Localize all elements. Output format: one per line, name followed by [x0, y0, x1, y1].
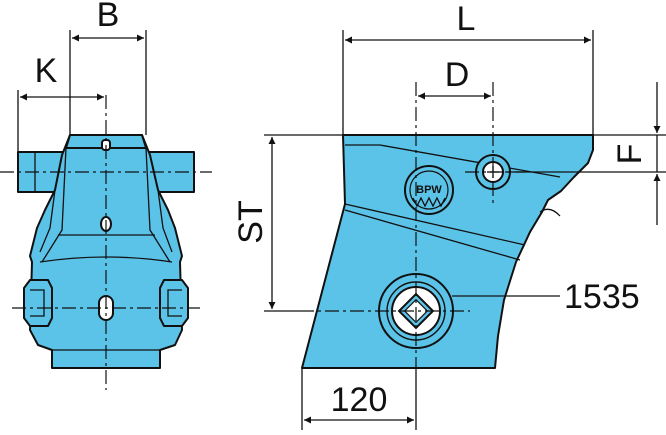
dim-label-l: L [457, 0, 476, 38]
dim-label-f: F [611, 144, 649, 165]
part-number-label: 1535 [564, 278, 640, 316]
dim-label-b: B [97, 0, 120, 34]
dim-label-120: 120 [331, 381, 388, 419]
logo-text: BPW [416, 184, 442, 196]
dim-label-st: ST [232, 200, 270, 243]
right-bolt-boss [159, 279, 189, 327]
left-bolt-boss [23, 279, 53, 327]
front-view: B K [0, 0, 212, 390]
side-view: BPW L D [232, 0, 666, 430]
dim-label-k: K [35, 52, 58, 90]
dim-label-d: D [445, 56, 470, 94]
bpw-logo: BPW [404, 165, 454, 215]
bracket-body [301, 134, 594, 369]
